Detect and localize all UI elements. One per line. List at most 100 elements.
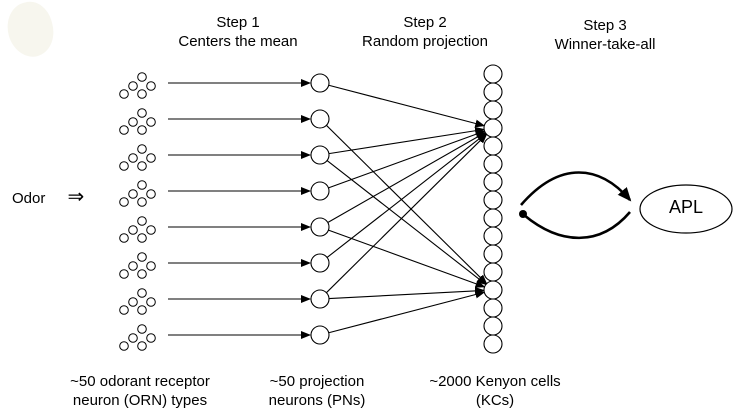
apl-node[interactable]: [639, 184, 733, 234]
pn-neuron: [310, 181, 330, 201]
orn-circle: [137, 252, 147, 262]
orn-group: [119, 108, 156, 135]
pn-neuron: [310, 145, 330, 165]
orn-group: [119, 180, 156, 207]
connections: [168, 79, 488, 339]
orn-circle: [137, 305, 147, 315]
pn-caption: ~50 projection neurons (PNs): [252, 372, 382, 410]
kc-neuron: [483, 208, 503, 228]
pn-neuron: [310, 289, 330, 309]
pn-layer: [310, 73, 330, 345]
kc-neuron: [483, 316, 503, 336]
kc-neuron: [483, 172, 503, 192]
kc-neuron: [483, 118, 503, 138]
pn-neuron: [310, 325, 330, 345]
orn-circle: [137, 89, 147, 99]
orn-circle: [146, 189, 156, 199]
orn-circle: [137, 269, 147, 279]
orn-circle: [137, 288, 147, 298]
kc-neuron: [483, 262, 503, 282]
pn-to-kc-arrow: [328, 286, 486, 300]
kc-neuron: [483, 64, 503, 84]
orn-circle: [146, 153, 156, 163]
orn-circle: [137, 216, 147, 226]
kc-caption-line-1: ~2000 Kenyon cells: [429, 373, 561, 390]
orn-circle: [128, 81, 138, 91]
step-2-subtitle: Random projection: [362, 33, 488, 50]
orn-circle: [119, 197, 129, 207]
kc-neuron: [483, 154, 503, 174]
orn-circle: [137, 341, 147, 351]
kc-neuron: [483, 136, 503, 156]
step-1-label: Step 1 Centers the mean: [168, 13, 308, 51]
orn-circle: [137, 125, 147, 135]
orn-circle: [119, 341, 129, 351]
kc-neuron: [483, 100, 503, 120]
orn-group: [119, 288, 156, 315]
pn-neuron: [310, 253, 330, 273]
pn-caption-line-2: neurons (PNs): [268, 392, 366, 409]
orn-circle: [128, 189, 138, 199]
apl-label: APL: [668, 197, 704, 217]
kc-neuron: [483, 190, 503, 210]
orn-circle: [128, 261, 138, 271]
step-1-title: Step 1: [216, 14, 260, 31]
pn-to-kc-arrow: [327, 131, 487, 224]
pn-to-kc-arrow: [326, 160, 487, 286]
pn-neuron: [310, 109, 330, 129]
step-3-label: Step 3 Winner-take-all: [545, 16, 665, 54]
orn-circle: [128, 297, 138, 307]
kc-neuron: [483, 334, 503, 354]
step-2-title: Step 2: [403, 14, 447, 31]
orn-group: [119, 252, 156, 279]
pn-to-kc-arrow: [328, 229, 486, 288]
orn-circle: [128, 333, 138, 343]
orn-circle: [146, 81, 156, 91]
pn-to-kc-arrow: [326, 132, 487, 258]
orn-circle: [119, 233, 129, 243]
orn-groups: [119, 72, 156, 351]
orn-circle: [137, 72, 147, 82]
orn-circle: [119, 269, 129, 279]
orn-group: [119, 324, 156, 351]
pn-neuron: [310, 73, 330, 93]
orn-circle: [119, 125, 129, 135]
kc-layer: [483, 64, 503, 354]
orn-group: [119, 72, 156, 99]
orn-circle: [137, 161, 147, 171]
pn-to-kc-arrow: [328, 126, 486, 155]
orn-group: [119, 144, 156, 171]
orn-circle: [128, 225, 138, 235]
kc-neuron: [483, 298, 503, 318]
kc-to-apl-arrow: [520, 171, 632, 206]
orn-caption-line-1: ~50 odorant receptor: [70, 373, 210, 390]
kc-caption-line-2: (KCs): [475, 392, 515, 409]
orn-circle: [119, 305, 129, 315]
step-3-title: Step 3: [583, 17, 627, 34]
orn-circle: [146, 297, 156, 307]
orn-circle: [146, 261, 156, 271]
orn-circle: [146, 117, 156, 127]
orn-circle: [146, 333, 156, 343]
pn-to-kc-arrow: [328, 84, 486, 128]
pn-to-kc-arrow: [326, 133, 488, 294]
kc-neuron: [483, 226, 503, 246]
orn-circle: [137, 197, 147, 207]
orn-circle: [137, 233, 147, 243]
orn-circle: [119, 161, 129, 171]
double-arrow-icon: ⇒: [67, 186, 85, 208]
pn-to-kc-arrow: [326, 124, 488, 285]
orn-circle: [137, 144, 147, 154]
apl-to-kc-inhibition: [523, 211, 631, 240]
kc-neuron: [483, 280, 503, 300]
kc-neuron: [483, 244, 503, 264]
odor-input-label: Odor ⇒: [12, 186, 85, 208]
odor-label: Odor: [12, 190, 46, 207]
pn-neuron: [310, 217, 330, 237]
orn-caption-line-2: neuron (ORN) types: [72, 392, 208, 409]
pn-caption-line-1: ~50 projection: [269, 373, 365, 390]
orn-circle: [128, 153, 138, 163]
kc-neuron: [483, 82, 503, 102]
orn-circle: [128, 117, 138, 127]
